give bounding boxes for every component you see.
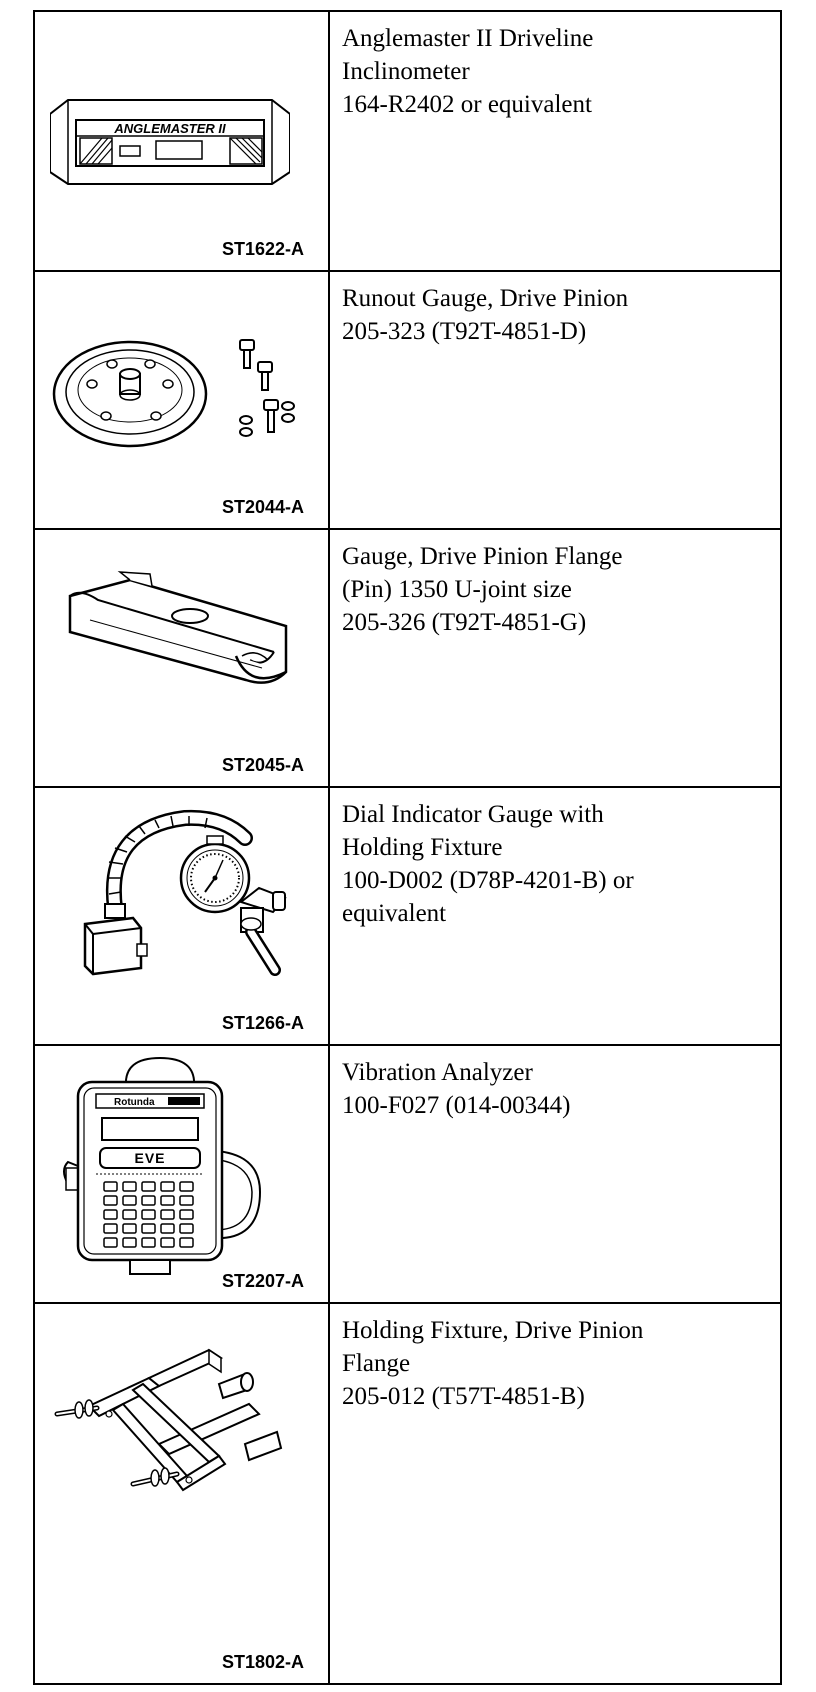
svg-text:EVE: EVE xyxy=(134,1150,165,1166)
keypad-key xyxy=(141,1181,156,1192)
keypad-key xyxy=(103,1237,118,1248)
anglemaster-illustration: ANGLEMASTER II xyxy=(50,99,290,185)
tool-row: Rotunda EVE ST2207-A Vibration Analyzer … xyxy=(33,1044,782,1304)
keypad-key xyxy=(160,1181,175,1192)
keypad-key xyxy=(122,1209,137,1220)
tool-image-cell: ST1266-A xyxy=(33,786,330,1046)
tool-code: ST1622-A xyxy=(221,239,304,259)
keypad-key xyxy=(103,1209,118,1220)
keypad-key xyxy=(122,1237,137,1248)
keypad-key xyxy=(141,1223,156,1234)
keypad-key xyxy=(160,1195,175,1206)
tool-name: Anglemaster II Driveline xyxy=(342,25,594,52)
keypad-key xyxy=(179,1195,194,1206)
special-tools-table: ANGLEMASTER II ST1622-A Anglemaster II D… xyxy=(33,10,782,1685)
tool-row: ST1802-A Holding Fixture, Drive Pinion F… xyxy=(33,1302,782,1685)
tool-name: Runout Gauge, Drive Pinion xyxy=(342,285,629,312)
tool-image-cell: ST1802-A xyxy=(33,1302,330,1685)
pinion-flange-gauge-illustration xyxy=(68,571,288,684)
tool-description-cell: Dial Indicator Gauge with Holding Fixtur… xyxy=(328,786,782,1046)
keypad-key xyxy=(179,1223,194,1234)
tool-image-cell: ANGLEMASTER II ST1622-A xyxy=(33,10,330,272)
runout-gauge-illustration xyxy=(52,339,295,448)
tool-code: ST2045-A xyxy=(221,755,304,775)
tool-description-cell: Gauge, Drive Pinion Flange (Pin) 1350 U-… xyxy=(328,528,782,788)
keypad-key xyxy=(141,1209,156,1220)
keypad-key xyxy=(179,1209,194,1220)
tool-code: ST1802-A xyxy=(221,1652,304,1672)
keypad-key xyxy=(103,1181,118,1192)
tool-name: Holding Fixture, Drive Pinion xyxy=(342,1317,644,1344)
tool-number: 100-F027 (014-00344) xyxy=(342,1092,571,1119)
keypad-key xyxy=(160,1209,175,1220)
tool-number: 164-R2402 or equivalent xyxy=(342,91,592,118)
tool-name-cont: Inclinometer xyxy=(342,58,470,85)
tool-number: 205-326 (T92T-4851-G) xyxy=(342,609,587,636)
tool-code: ST2044-A xyxy=(221,497,304,517)
tool-number: 205-012 (T57T-4851-B) xyxy=(342,1383,585,1410)
keypad-key xyxy=(122,1195,137,1206)
keypad-key xyxy=(103,1223,118,1234)
tool-number: 205-323 (T92T-4851-D) xyxy=(342,318,587,345)
tool-name-cont: (Pin) 1350 U-joint size xyxy=(342,576,572,603)
tool-image-cell: ST2044-A xyxy=(33,270,330,530)
tool-image-cell: Rotunda EVE ST2207-A xyxy=(33,1044,330,1304)
tool-name: Gauge, Drive Pinion Flange xyxy=(342,543,623,570)
tool-name: Dial Indicator Gauge with xyxy=(342,801,604,828)
keypad-key xyxy=(141,1195,156,1206)
vibration-analyzer-illustration: Rotunda EVE xyxy=(63,1056,262,1275)
keypad-key xyxy=(179,1237,194,1248)
tool-name: Vibration Analyzer xyxy=(342,1059,533,1086)
tool-code: ST2207-A xyxy=(221,1271,304,1291)
tool-description-cell: Vibration Analyzer 100-F027 (014-00344) xyxy=(328,1044,782,1304)
tool-number: 100-D002 (D78P-4201-B) or xyxy=(342,867,634,894)
keypad-key xyxy=(103,1195,118,1206)
tool-row: ST1266-A Dial Indicator Gauge with Holdi… xyxy=(33,786,782,1046)
tool-row: ST2044-A Runout Gauge, Drive Pinion 205-… xyxy=(33,270,782,530)
tool-description-cell: Anglemaster II Driveline Inclinometer 16… xyxy=(328,10,782,272)
tool-row: ANGLEMASTER II ST1622-A Anglemaster II D… xyxy=(33,10,782,272)
tool-name-cont: Flange xyxy=(342,1350,411,1377)
keypad-key xyxy=(122,1181,137,1192)
keypad-key xyxy=(160,1223,175,1234)
tool-description-cell: Runout Gauge, Drive Pinion 205-323 (T92T… xyxy=(328,270,782,530)
keypad-key xyxy=(141,1237,156,1248)
rotunda-logo: Rotunda xyxy=(114,1097,155,1108)
tool-number-cont: equivalent xyxy=(342,900,447,927)
holding-fixture-illustration xyxy=(54,1348,283,1492)
tool-name-cont: Holding Fixture xyxy=(342,834,503,861)
keypad-key xyxy=(122,1223,137,1234)
tool-row: ST2045-A Gauge, Drive Pinion Flange (Pin… xyxy=(33,528,782,788)
keypad-key xyxy=(179,1181,194,1192)
dial-indicator-illustration xyxy=(83,809,287,976)
tool-image-cell: ST2045-A xyxy=(33,528,330,788)
tool-description-cell: Holding Fixture, Drive Pinion Flange 205… xyxy=(328,1302,782,1685)
anglemaster-label: ANGLEMASTER II xyxy=(113,121,226,136)
tool-code: ST1266-A xyxy=(221,1013,304,1033)
keypad-key xyxy=(160,1237,175,1248)
